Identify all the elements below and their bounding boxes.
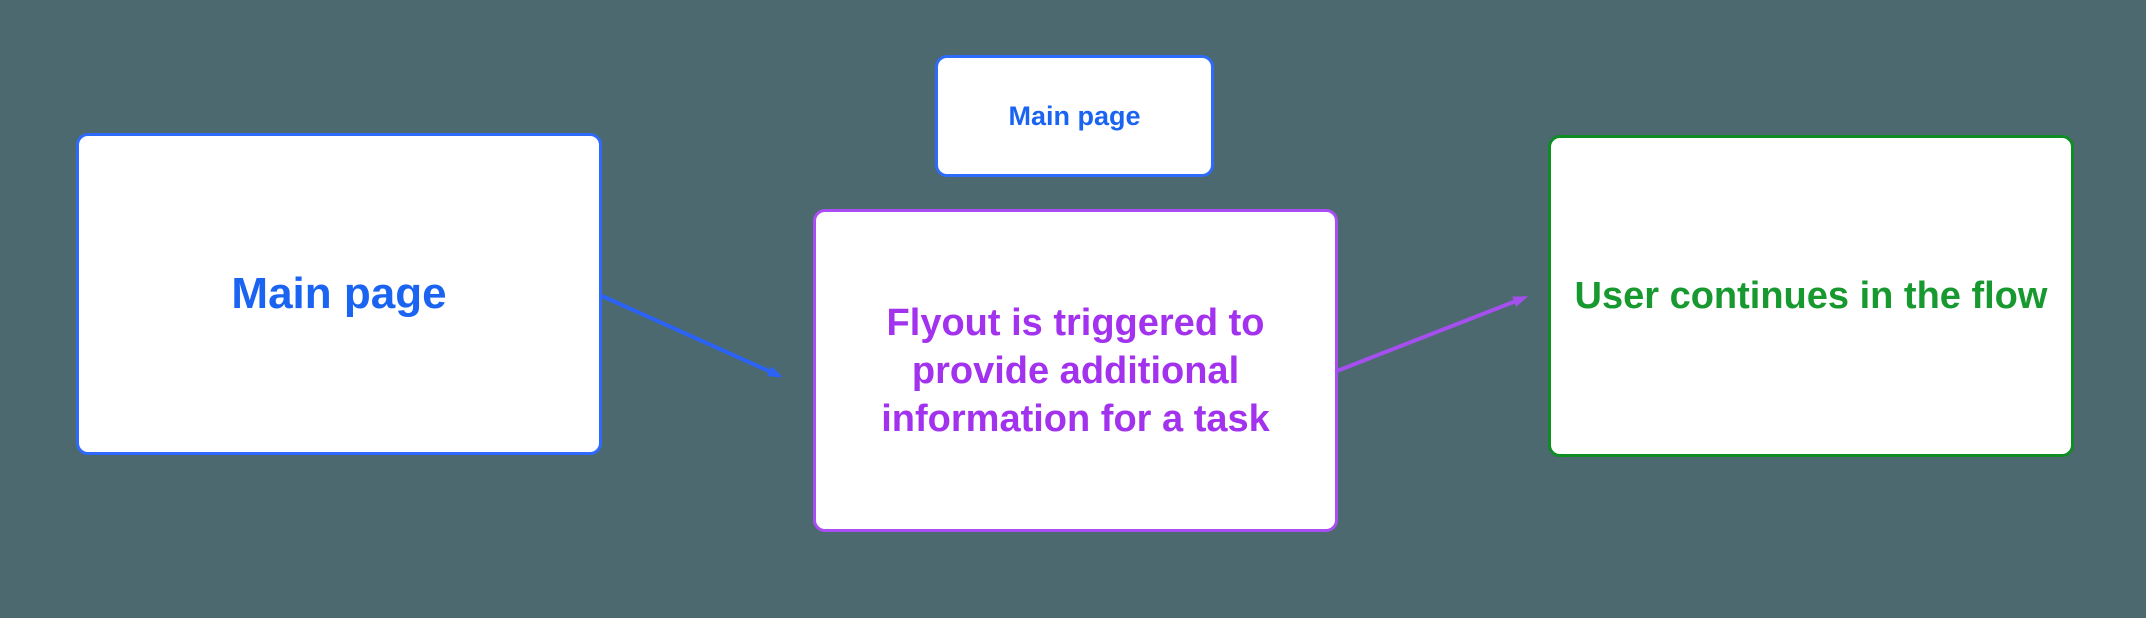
arrow-main-to-flyout [601,294,783,378]
main-page-node-label: Main page [231,269,447,318]
user-flow-node: User continues in the flow [1548,135,2074,457]
flyout-node: Flyout is triggered to provide additiona… [813,209,1338,532]
user-flow-node-label: User continues in the flow [1574,274,2048,317]
main-page-small-node: Main page [935,55,1214,177]
flyout-node-label-line-2: provide additional [911,349,1240,392]
main-page-node: Main page [76,133,602,455]
flyout-node-label-line-1: Flyout is triggered to [886,301,1265,344]
main-page-small-node-label: Main page [1008,100,1141,131]
arrow-flyout-to-continue [1336,296,1529,373]
flyout-node-label-line-3: information for a task [881,397,1270,440]
